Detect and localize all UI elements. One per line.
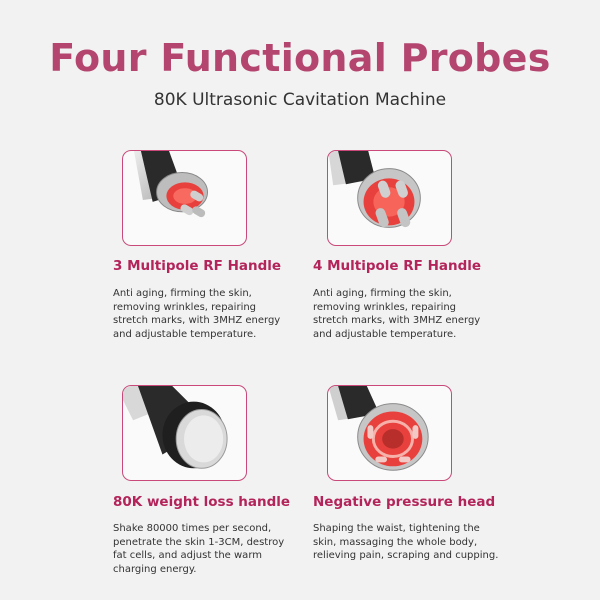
probe-description-rf4: Anti aging, firming the skin, removing w… <box>313 288 481 340</box>
rf-3-pole-probe-icon <box>133 151 208 218</box>
rf-4-pole-probe-icon <box>328 151 421 228</box>
page-subtitle: 80K Ultrasonic Cavitation Machine <box>153 90 447 110</box>
probe-image-card-rf3 <box>122 150 247 246</box>
probe-description-80k: Shake 80000 times per second, penetrate … <box>113 523 285 575</box>
probe-image-card-80k <box>122 385 247 481</box>
probe-image-card-rf4 <box>327 150 452 246</box>
probe-name-vacuum: Negative pressure head <box>313 494 496 510</box>
page-title: Four Functional Probes <box>49 36 551 80</box>
probe-description-rf3: Anti aging, firming the skin, removing w… <box>113 288 281 340</box>
probe-description-vacuum: Shaping the waist, tightening the skin, … <box>313 523 499 561</box>
probe-image-card-vacuum <box>327 385 452 481</box>
probe-name-rf4: 4 Multipole RF Handle <box>313 258 482 274</box>
vacuum-probe-icon <box>328 386 429 471</box>
cavitation-80k-probe-icon <box>123 386 228 469</box>
probe-name-80k: 80K weight loss handle <box>113 494 291 510</box>
probe-name-rf3: 3 Multipole RF Handle <box>113 258 282 274</box>
